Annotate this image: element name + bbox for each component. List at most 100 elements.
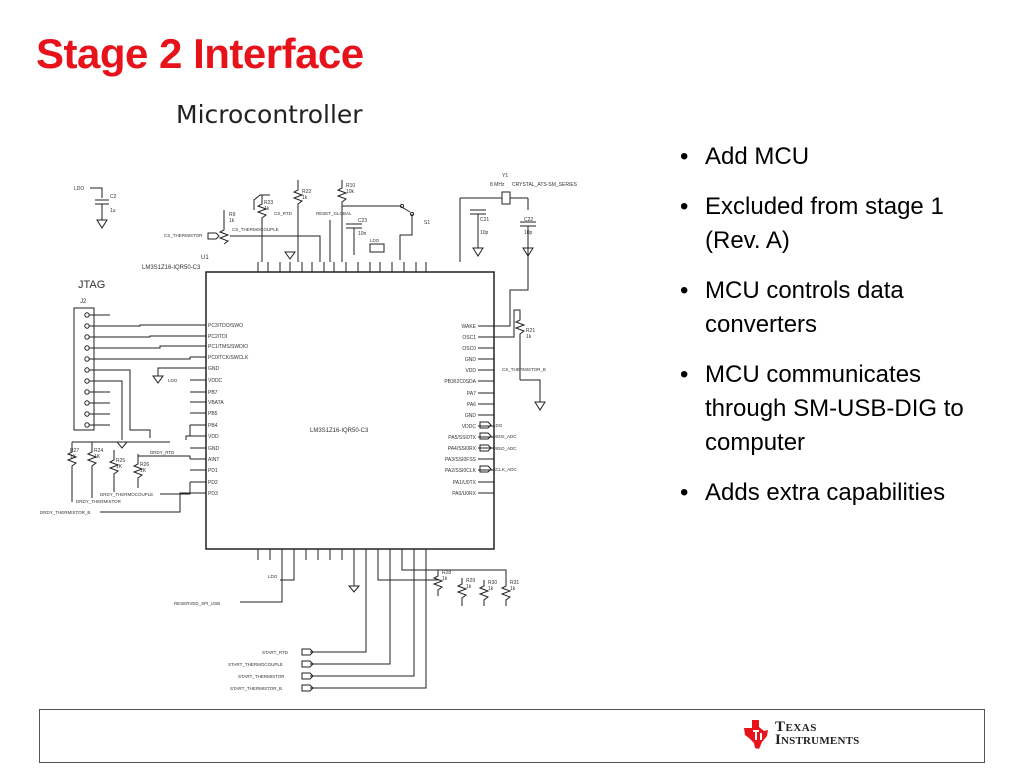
svg-text:R25: R25 — [116, 458, 125, 464]
lower-left-resistors: R27 1K R24 1K R25 1K R26 1K — [66, 442, 149, 502]
svg-text:10k: 10k — [346, 189, 355, 195]
bullet-list: Add MCU Excluded from stage 1 (Rev. A) M… — [678, 140, 978, 526]
svg-text:R23: R23 — [264, 200, 273, 206]
net-label: LDO — [370, 238, 380, 243]
right-pin: PB3/I2C0SDA — [444, 379, 476, 385]
top-resistors: R9 1k R23 1k R22 1k R10 10k — [218, 180, 355, 262]
brand-line1: Texas — [775, 719, 817, 735]
crystal-part: CRYSTAL_ATS-SM_SERIES — [512, 182, 578, 188]
svg-text:1k: 1k — [510, 586, 516, 592]
svg-text:C22: C22 — [524, 217, 533, 223]
schematic-caption: Microcontroller — [176, 100, 363, 129]
right-pin: OSC1 — [462, 335, 476, 341]
net-label: CS_THERMOCOUPLE — [232, 227, 279, 232]
jtag-label: JTAG — [78, 279, 105, 291]
left-pin: PB5 — [208, 411, 218, 417]
net-label: RESERVED_SPI_USB — [174, 601, 220, 606]
net-label: CS_THERMISTOR — [164, 233, 203, 238]
right-pin: PA1/U0TX — [453, 480, 477, 486]
brand-line2: Instruments — [775, 732, 860, 748]
net-label: LDO — [268, 574, 278, 579]
microcontroller-schematic: LM3S1Z16-IQR50-C3 U1 LM3S1Z16-IQR50-C3 P… — [40, 173, 578, 692]
c23-ref: C23 — [358, 218, 367, 224]
c2-value: 1u — [110, 208, 116, 214]
net-label: DRDY_RTD — [150, 450, 175, 455]
svg-text:C21: C21 — [480, 217, 489, 223]
right-pin: PA7 — [467, 391, 476, 397]
c2-ref: C2 — [110, 194, 117, 200]
svg-text:1k: 1k — [466, 584, 472, 590]
left-pin-labels: PC3/TDO/SWO PC2/TDI PC1/TMS/SWDIO PC0/TC… — [208, 323, 249, 497]
crystal — [501, 191, 511, 205]
left-pin: GND — [208, 366, 220, 372]
left-pin: PC1/TMS/SWDIO — [208, 344, 248, 350]
c23-value: 10n — [358, 231, 367, 237]
right-pin: PA3/SSI0FSS — [445, 457, 477, 463]
svg-text:1k: 1k — [526, 334, 532, 340]
right-pin: VDDC — [462, 424, 477, 430]
right-pin: WAKE — [461, 324, 476, 330]
svg-text:R28: R28 — [442, 570, 451, 576]
svg-text:1k: 1k — [264, 206, 270, 212]
svg-text:R27: R27 — [70, 448, 79, 454]
net-label: RESET_GLOBAL — [316, 211, 352, 216]
svg-text:1k: 1k — [302, 195, 308, 201]
right-pins — [478, 325, 494, 494]
svg-text:10p: 10p — [480, 230, 489, 236]
net-label: LDO — [74, 186, 84, 192]
net-label: DRDY_THERMISTOR — [76, 499, 122, 504]
svg-text:R10: R10 — [346, 183, 355, 189]
svg-text:1K: 1K — [116, 464, 123, 470]
svg-text:R24: R24 — [94, 448, 103, 454]
svg-text:R31: R31 — [510, 580, 519, 586]
svg-text:R9: R9 — [229, 212, 236, 218]
net-label: LDO — [493, 423, 503, 428]
bullet-item: Excluded from stage 1 (Rev. A) — [678, 190, 978, 258]
bottom-resistors: R28 1k R29 1k R30 1k R31 1k — [432, 570, 519, 606]
net-label: DRDY_THERMISTOR_B — [40, 510, 90, 515]
net-label: CS_RTD — [274, 211, 293, 216]
mcu-chip-ref-label: LM3S1Z16-IQR50-C3 — [142, 265, 201, 271]
right-pin: PA2/SSI0CLK — [445, 468, 477, 474]
top-pins — [257, 262, 427, 272]
svg-text:1k: 1k — [488, 586, 494, 592]
mcu-chip-ref: U1 — [201, 255, 209, 261]
crystal-ref: Y1 — [502, 173, 508, 179]
left-pin: PB7 — [208, 390, 218, 396]
switch-ref: S1 — [424, 220, 430, 226]
svg-text:R22: R22 — [302, 189, 311, 195]
net-label: SCLK_ADC — [493, 467, 518, 472]
left-pins — [190, 324, 206, 494]
left-pin: VDDC — [208, 378, 223, 384]
svg-text:R30: R30 — [488, 580, 497, 586]
svg-text:1k: 1k — [229, 218, 235, 224]
net-label: MOSI_ADC — [493, 434, 517, 439]
svg-text:R21: R21 — [526, 328, 535, 334]
bullet-item: MCU controls data converters — [678, 274, 978, 342]
bullet-item: Adds extra capabilities — [678, 476, 978, 510]
net-label: DRDY_THERMOCOUPLE — [100, 492, 153, 497]
crystal-freq: 8 MHz — [490, 182, 505, 188]
right-pin: PA5/SSI0TX — [448, 435, 476, 441]
left-pin: PD2 — [208, 480, 218, 486]
svg-text:1K: 1K — [140, 468, 147, 474]
left-pin: PC3/TDO/SWO — [208, 323, 243, 329]
right-pin: PA6 — [467, 402, 476, 408]
net-label: START_THERMISTOR_B — [230, 686, 282, 691]
right-pin-labels: WAKE OSC1 OSC0 GND VDD PB3/I2C0SDA PA7 P… — [444, 324, 476, 497]
bottom-pins — [257, 549, 427, 560]
svg-text:1K: 1K — [70, 454, 77, 460]
svg-text:R26: R26 — [140, 462, 149, 468]
bullet-item: MCU communicates through SM-USB-DIG to c… — [678, 358, 978, 460]
slide-title: Stage 2 Interface — [36, 30, 364, 77]
bottom-net-flags — [301, 648, 314, 692]
left-pin: PB4 — [208, 423, 218, 429]
left-pin: AINT — [208, 457, 219, 463]
mcu-chip — [205, 271, 495, 550]
left-pin: VDD — [208, 434, 219, 440]
mcu-chip-name: LM3S1Z16-IQR50-C3 — [310, 428, 369, 434]
jtag-connector — [73, 307, 95, 431]
jtag-ref: J2 — [80, 299, 87, 305]
right-pin: VDD — [465, 368, 476, 374]
jtag-wires — [110, 324, 191, 440]
